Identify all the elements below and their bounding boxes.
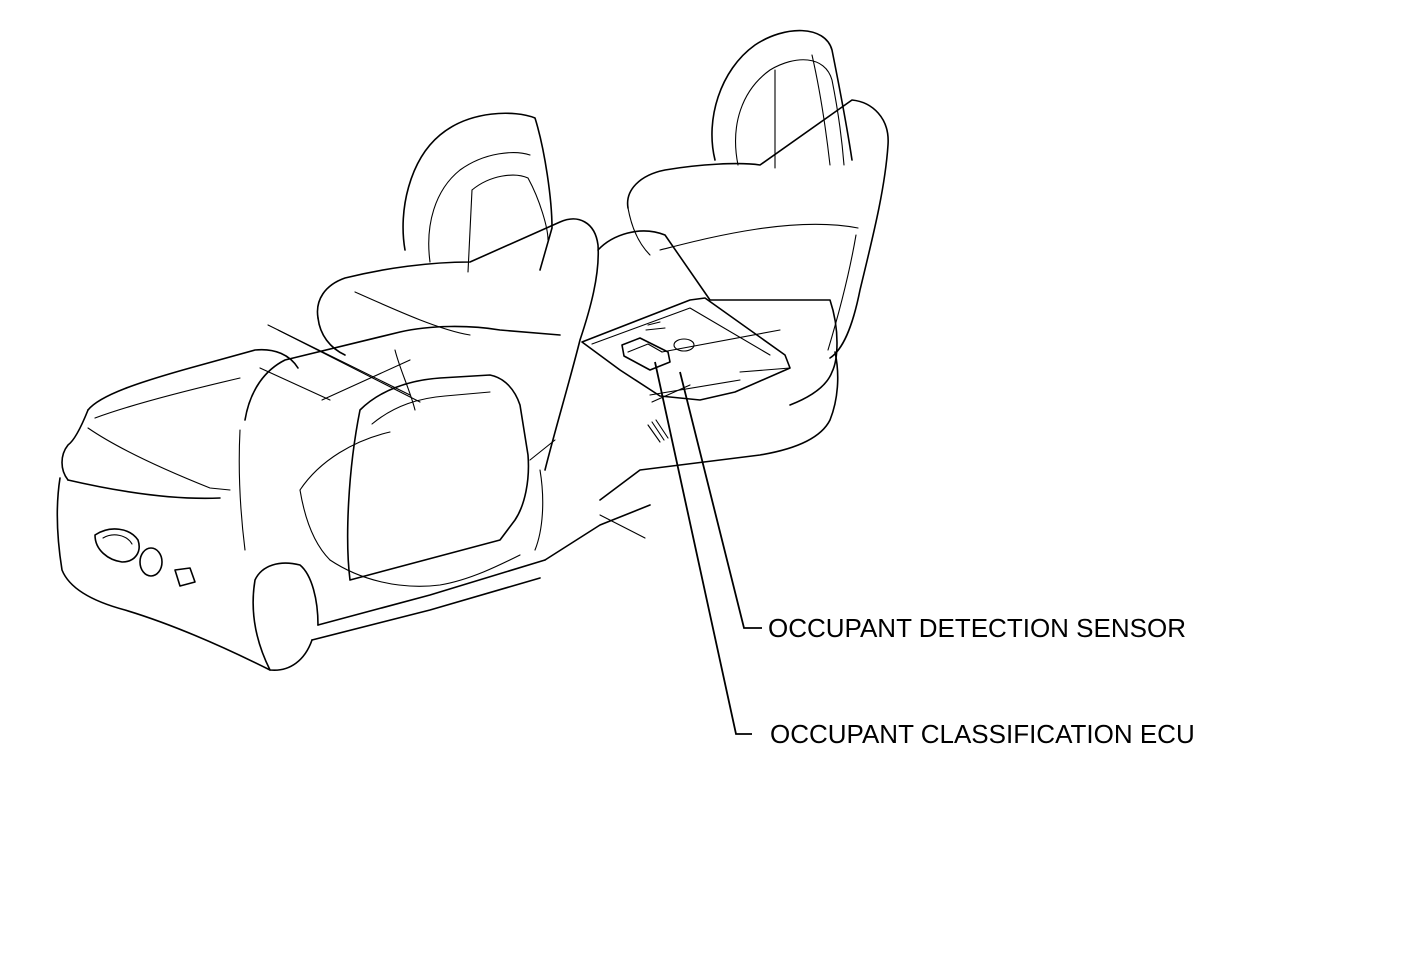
seat-knob (139, 547, 163, 577)
front-seatback (316, 218, 600, 471)
rear-cushion (597, 230, 838, 406)
ecu-leader (654, 361, 752, 735)
front-seat (56, 112, 651, 671)
seatback-pocket (346, 374, 530, 581)
rear-seat (597, 29, 889, 501)
front-headrest (402, 112, 553, 271)
rear-headrest (711, 29, 853, 161)
sensor-leader (679, 371, 762, 629)
label-occupant-classification-ecu: OCCUPANT CLASSIFICATION ECU (770, 719, 1195, 749)
front-seat-frame (56, 477, 313, 671)
seat-adjust-switch (94, 528, 140, 563)
classification-ecu (621, 337, 671, 371)
front-cushion (87, 348, 299, 411)
seat-button (174, 567, 196, 587)
label-occupant-detection-sensor: OCCUPANT DETECTION SENSOR (768, 613, 1186, 643)
rear-seatback (626, 99, 889, 359)
sensor-mat (581, 297, 791, 401)
